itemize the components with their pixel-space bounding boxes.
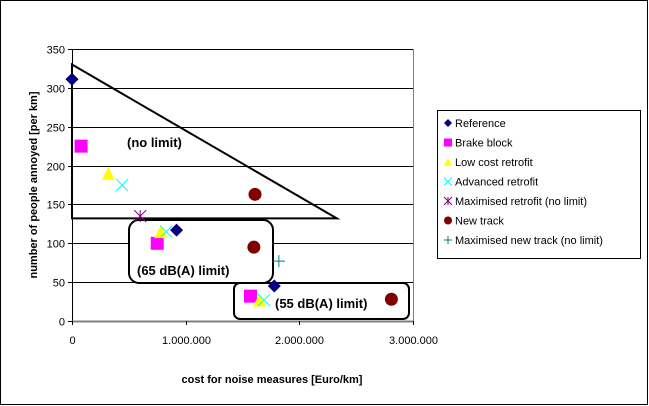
legend-box [437, 110, 641, 259]
y-tick-label: 350 [47, 45, 65, 57]
y-tick-label: 250 [47, 123, 65, 135]
legend-marker-star-icon [443, 196, 453, 206]
x-tick-label: 0 [69, 335, 75, 347]
annotation-no-limit: (no limit) [127, 135, 182, 150]
data-point-advanced-retrofit [159, 225, 173, 238]
y-tick-label: 300 [47, 84, 65, 96]
legend-label: Advanced retrofit [455, 177, 538, 189]
annotation-55db: (55 dB(A) limit) [275, 296, 367, 311]
data-point-brake-block [74, 139, 88, 153]
legend-marker-diamond-icon [444, 119, 452, 127]
data-point-maximised-new-track-no-limit [272, 255, 285, 268]
y-tick-label: 0 [59, 317, 65, 329]
annotation-65db: (65 dB(A) limit) [137, 263, 229, 278]
data-point-reference [65, 72, 79, 86]
data-point-advanced-retrofit [257, 293, 271, 307]
no-limit-region [71, 62, 341, 220]
y-axis-label: number of people annoyed [per km] [28, 91, 40, 278]
y-tick-label: 150 [47, 200, 65, 212]
data-point-reference [170, 223, 184, 237]
legend-marker-triangle-icon [444, 158, 452, 166]
legend-marker-plus-icon [444, 236, 452, 244]
legend-marker-x-icon [443, 177, 453, 186]
data-point-low-cost-retrofit [253, 293, 267, 307]
y-tick-label: 200 [47, 162, 65, 174]
legend-label: Brake block [455, 138, 513, 150]
legend-marker-square-icon [444, 138, 452, 147]
y-tick-label: 100 [47, 239, 65, 251]
data-point-advanced-retrofit [115, 178, 129, 192]
legend-label: Maximised retrofit (no limit) [455, 196, 587, 208]
data-point-new-track [247, 240, 261, 254]
data-point-brake-block [243, 289, 257, 303]
x-tick-label: 3.000.000 [389, 335, 438, 347]
legend-label: Reference [455, 118, 506, 130]
data-point-maximised-retrofit-no-limit [133, 209, 147, 223]
data-point-low-cost-retrofit [101, 166, 115, 180]
y-tick-label: 50 [53, 278, 65, 290]
data-point-new-track [248, 187, 262, 201]
legend-marker-circle-icon [444, 216, 452, 225]
region-55db-box [233, 282, 410, 320]
x-tick-label: 1.000.000 [162, 335, 211, 347]
legend-label: New track [455, 216, 504, 228]
x-axis-label: cost for noise measures [Euro/km] [182, 374, 363, 386]
data-point-brake-block [150, 236, 164, 250]
x-tick-label: 2.000.000 [275, 335, 324, 347]
legend-label: Low cost retrofit [455, 157, 533, 169]
data-point-reference [267, 279, 281, 293]
legend-label: Maximised new track (no limit) [455, 235, 603, 247]
data-point-low-cost-retrofit [154, 225, 168, 239]
data-point-new-track [384, 292, 398, 306]
